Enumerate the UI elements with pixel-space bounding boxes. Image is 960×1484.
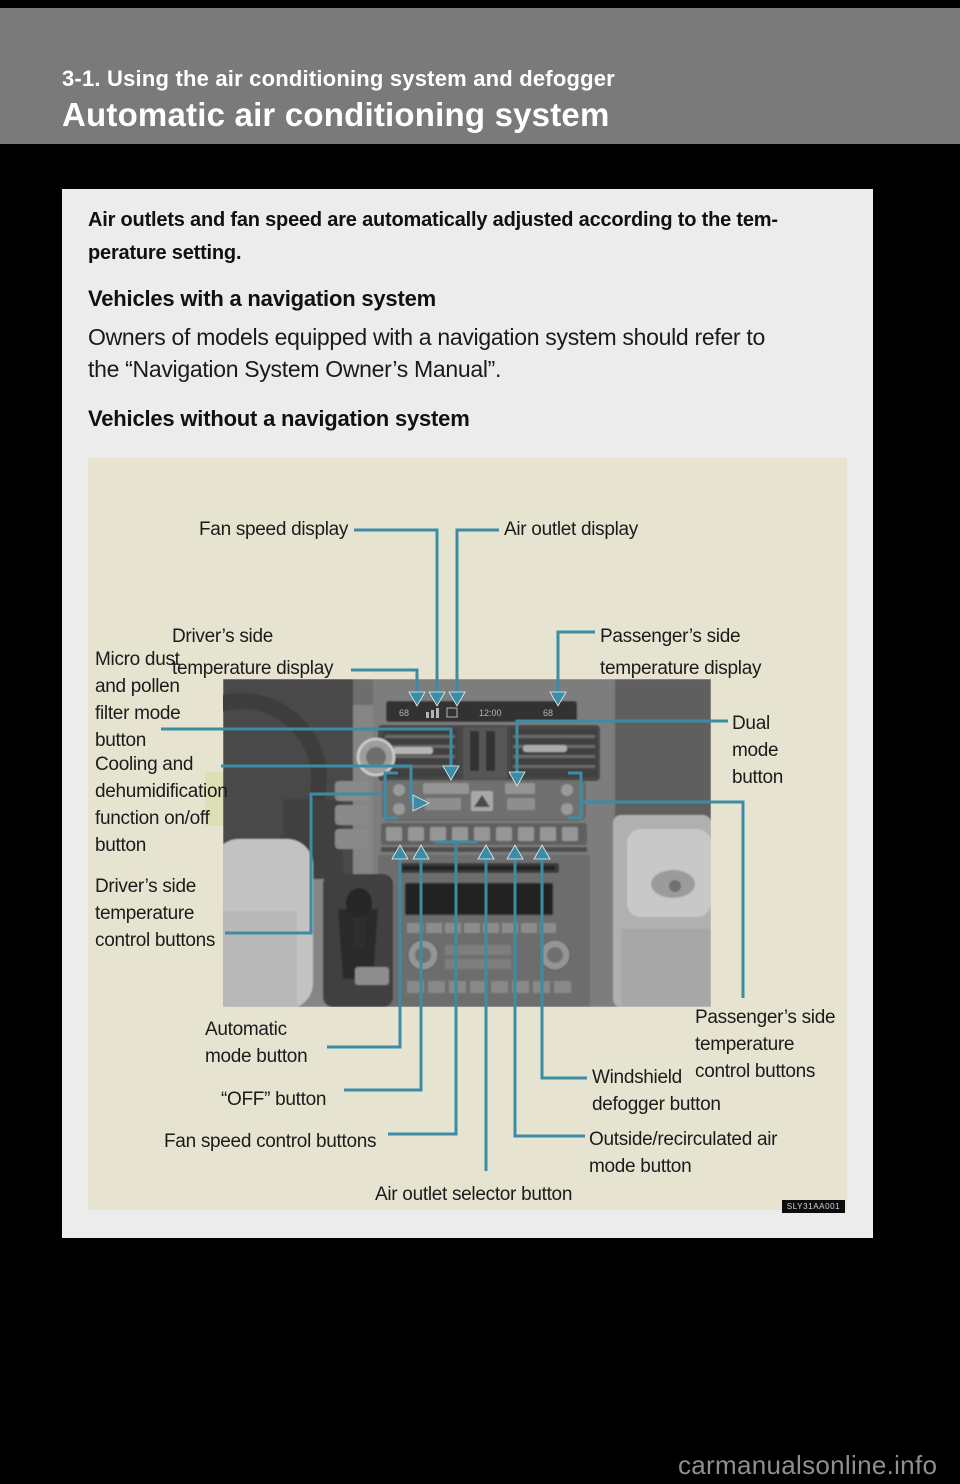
section-label: 3-1. Using the air conditioning system a… (62, 66, 615, 91)
display-readout: 68 12:00 68 (399, 707, 553, 718)
intro-paragraph: Air outlets and fan speed are automatica… (88, 209, 778, 264)
label-driver-temp-display: Driver’s side temperature display (172, 626, 334, 679)
callout-air-outlet-display (455, 528, 499, 694)
photo-shapes (223, 679, 711, 1007)
page-body: Air outlets and fan speed are automatica… (62, 189, 873, 1238)
passenger-temp-readout: 68 (543, 708, 553, 718)
header-banner: 3-1. Using the air conditioning system a… (0, 8, 960, 144)
label-windshield-defogger: Windshield defogger button (592, 1067, 721, 1115)
diagram-panel: 68 12:00 68 (88, 458, 847, 1213)
label-air-outlet-selector: Air outlet selector button (375, 1184, 573, 1205)
label-automatic-mode: Automatic mode button (205, 1019, 308, 1067)
console-photo: 68 12:00 68 (223, 679, 711, 1007)
clock-readout: 12:00 (479, 708, 502, 718)
label-passenger-temp-controls: Passenger’s side temperature control but… (695, 1007, 836, 1082)
label-fan-speed-display: Fan speed display (199, 519, 349, 540)
driver-temp-readout: 68 (399, 708, 409, 718)
callout-fan-speed-display (354, 528, 439, 694)
label-fan-speed-controls: Fan speed control buttons (164, 1131, 377, 1152)
label-off-button: “OFF” button (221, 1089, 327, 1110)
heading-without-navigation: Vehicles without a navigation system (88, 406, 470, 431)
label-outside-recirculated: Outside/recirculated air mode button (589, 1129, 778, 1177)
watermark: carmanualsonline.info (678, 1450, 938, 1480)
figure-code-tag: SLY31AA001 (782, 1200, 845, 1213)
paragraph-with-navigation: Owners of models equipped with a navigat… (88, 324, 765, 382)
label-dual-mode: Dual mode button (732, 713, 784, 788)
label-driver-temp-controls: Driver’s side temperature control button… (95, 876, 216, 951)
label-micro-dust: Micro dust and pollen filter mode button (95, 649, 181, 751)
label-cooling: Cooling and dehumidification function on… (95, 754, 228, 856)
label-passenger-temp-display: Passenger’s side temperature display (600, 626, 762, 679)
heading-with-navigation: Vehicles with a navigation system (88, 286, 436, 311)
label-air-outlet-display: Air outlet display (504, 519, 639, 540)
page-title: Automatic air conditioning system (62, 96, 610, 133)
